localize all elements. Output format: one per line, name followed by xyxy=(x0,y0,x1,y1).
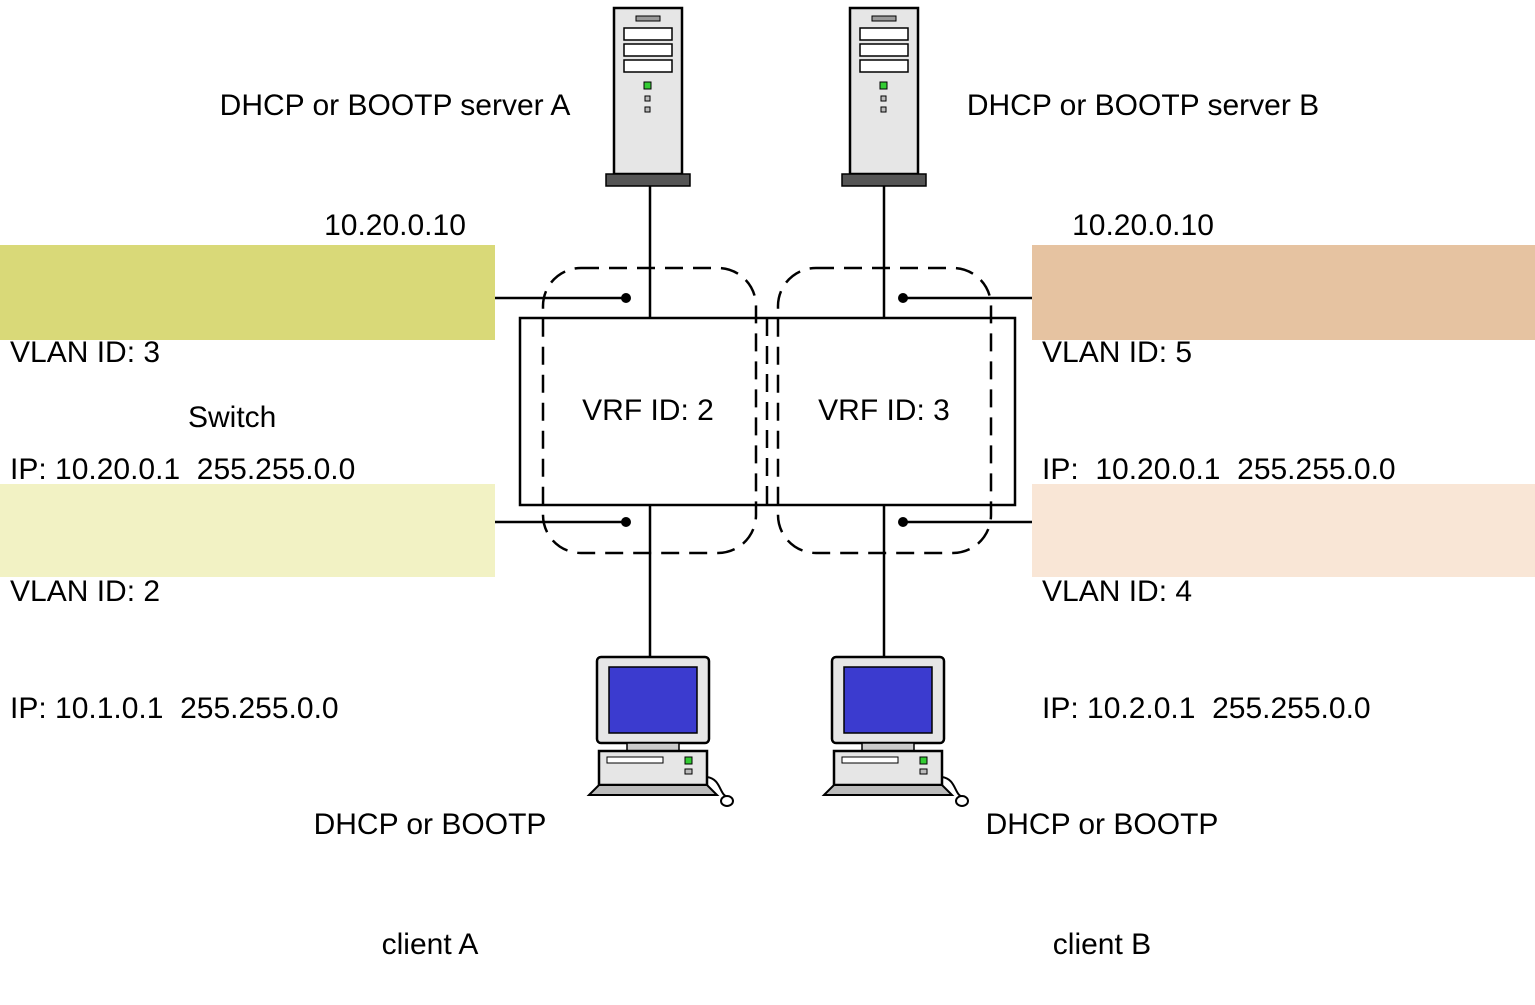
server-a-ip: 10.20.0.10 xyxy=(324,209,466,242)
vlan-box-3: VLAN ID: 3 IP: 10.20.0.1 255.255.0.0 xyxy=(0,245,495,486)
client-b-line1: DHCP or BOOTP xyxy=(985,808,1219,841)
server-a-name: DHCP or BOOTP server A xyxy=(219,89,571,122)
client-a-label: DHCP or BOOTP client A xyxy=(280,725,580,1005)
vlan-box-4: VLAN ID: 4 IP: 10.2.0.1 255.255.0.0 xyxy=(1032,484,1535,725)
client-b-computer-icon xyxy=(821,655,969,807)
vlan-box-2: VLAN ID: 2 IP: 10.1.0.1 255.255.0.0 xyxy=(0,484,495,725)
vlan-5-ip: IP: 10.20.0.1 255.255.0.0 xyxy=(1042,453,1396,486)
interface-dot-vlan-5 xyxy=(898,293,908,303)
vlan-3-ip: IP: 10.20.0.1 255.255.0.0 xyxy=(10,453,356,486)
vlan-2-ip: IP: 10.1.0.1 255.255.0.0 xyxy=(10,692,339,725)
client-b-label: DHCP or BOOTP client B xyxy=(952,725,1252,1005)
client-a-line1: DHCP or BOOTP xyxy=(313,808,547,841)
server-b-icon xyxy=(841,6,927,187)
server-b-ip: 10.20.0.10 xyxy=(1072,209,1214,242)
network-diagram xyxy=(495,6,1032,807)
vlan-5-id: VLAN ID: 5 xyxy=(1042,336,1193,369)
client-b-line2: client B xyxy=(1052,928,1152,961)
client-a-computer-icon xyxy=(586,655,734,807)
interface-dot-vlan-3 xyxy=(621,293,631,303)
server-a-icon xyxy=(605,6,691,187)
vrf-3-label: VRF ID: 3 xyxy=(818,394,950,427)
interface-dot-vlan-2 xyxy=(621,517,631,527)
vlan-3-id: VLAN ID: 3 xyxy=(10,336,161,369)
server-b-name: DHCP or BOOTP server B xyxy=(966,89,1320,122)
vlan-4-id: VLAN ID: 4 xyxy=(1042,575,1193,608)
vlan-box-5: VLAN ID: 5 IP: 10.20.0.1 255.255.0.0 xyxy=(1032,245,1535,486)
switch-label: Switch xyxy=(188,401,277,434)
server-b-label: DHCP or BOOTP server B 10.20.0.10 xyxy=(928,6,1358,286)
vlan-2-id: VLAN ID: 2 xyxy=(10,575,161,608)
vrf-2-label: VRF ID: 2 xyxy=(582,394,714,427)
interface-dot-vlan-4 xyxy=(898,517,908,527)
server-a-label: DHCP or BOOTP server A 10.20.0.10 xyxy=(180,6,610,286)
vlan-4-ip: IP: 10.2.0.1 255.255.0.0 xyxy=(1042,692,1371,725)
client-a-line2: client A xyxy=(381,928,479,961)
